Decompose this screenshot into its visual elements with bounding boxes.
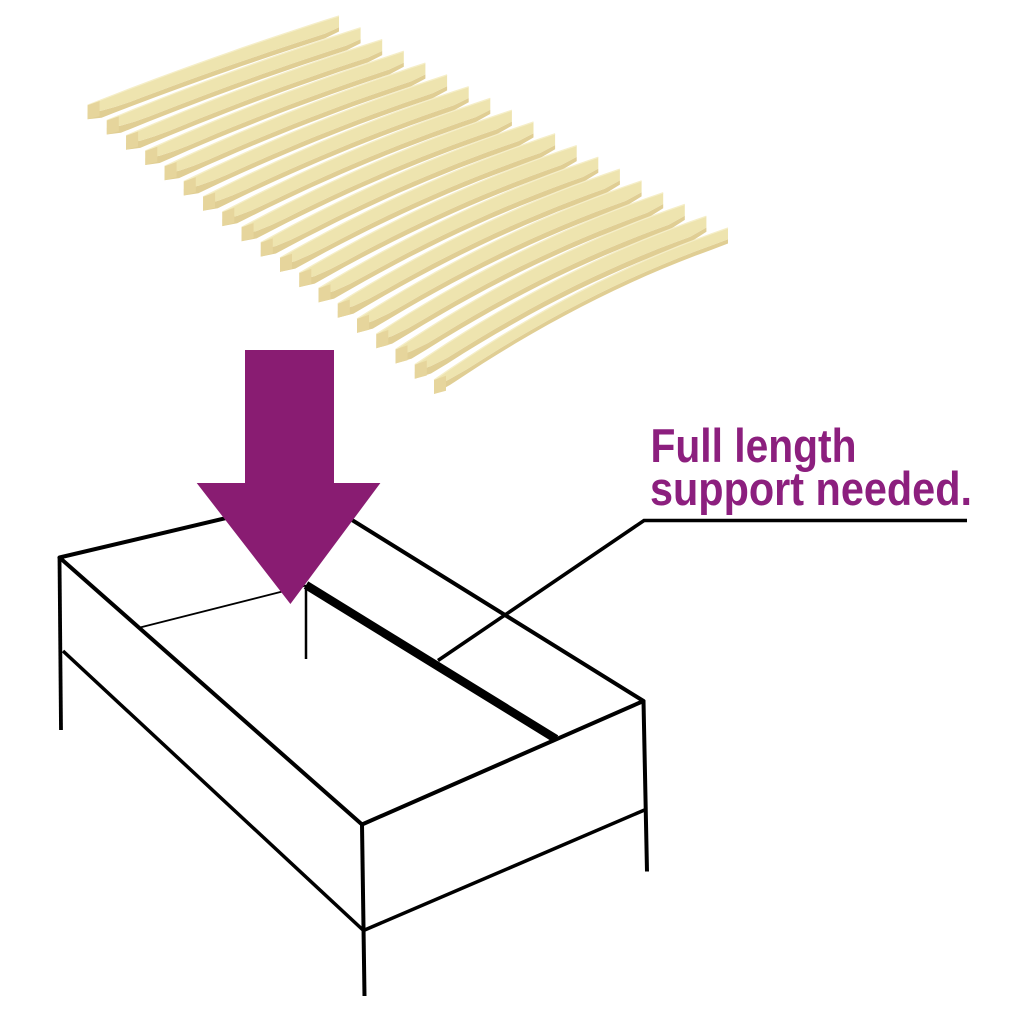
svg-text:support needed.: support needed.	[650, 462, 972, 515]
svg-text:Full length: Full length	[651, 419, 857, 472]
